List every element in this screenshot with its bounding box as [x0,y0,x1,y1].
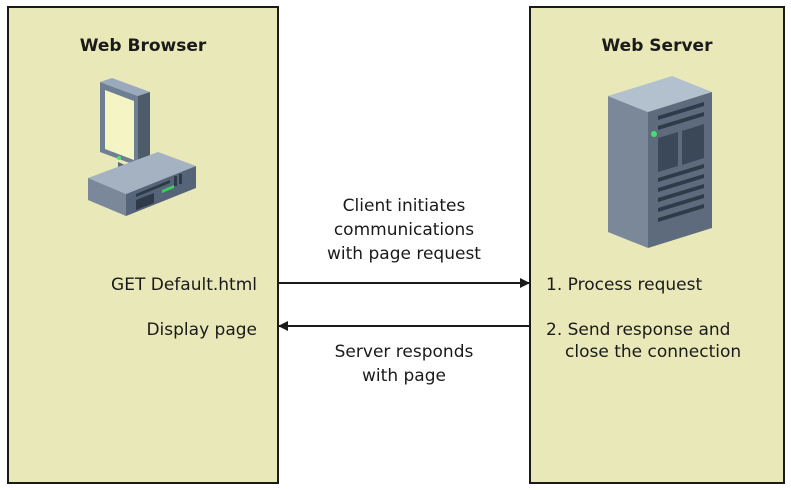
browser-title: Web Browser [79,36,207,56]
client-note-line1: Client initiates [342,196,466,216]
send-response-line1: 2. Send response and [546,320,731,340]
server-title: Web Server [601,36,713,56]
send-response-label: 2. Send response and close the connectio… [546,319,741,363]
web-browser-panel: Web Browser GET Default.html Display pag… [7,6,279,484]
send-response-line2: close the connection [565,342,742,362]
client-note-line2: communications [333,220,475,240]
web-server-panel: Web Server 1. Process request 2. Send re… [529,6,785,484]
process-request-label: 1. Process request [546,275,703,295]
display-page-label: Display page [146,320,257,340]
server-tower-icon [608,76,712,248]
desktop-computer-icon [88,78,196,216]
get-request-label: GET Default.html [111,275,257,295]
server-response-note: Server responds with page [279,340,529,388]
client-request-note: Client initiates communications with pag… [279,194,529,266]
server-note-line2: with page [362,366,446,386]
server-note-line1: Server responds [334,342,474,362]
client-note-line3: with page request [327,244,481,264]
